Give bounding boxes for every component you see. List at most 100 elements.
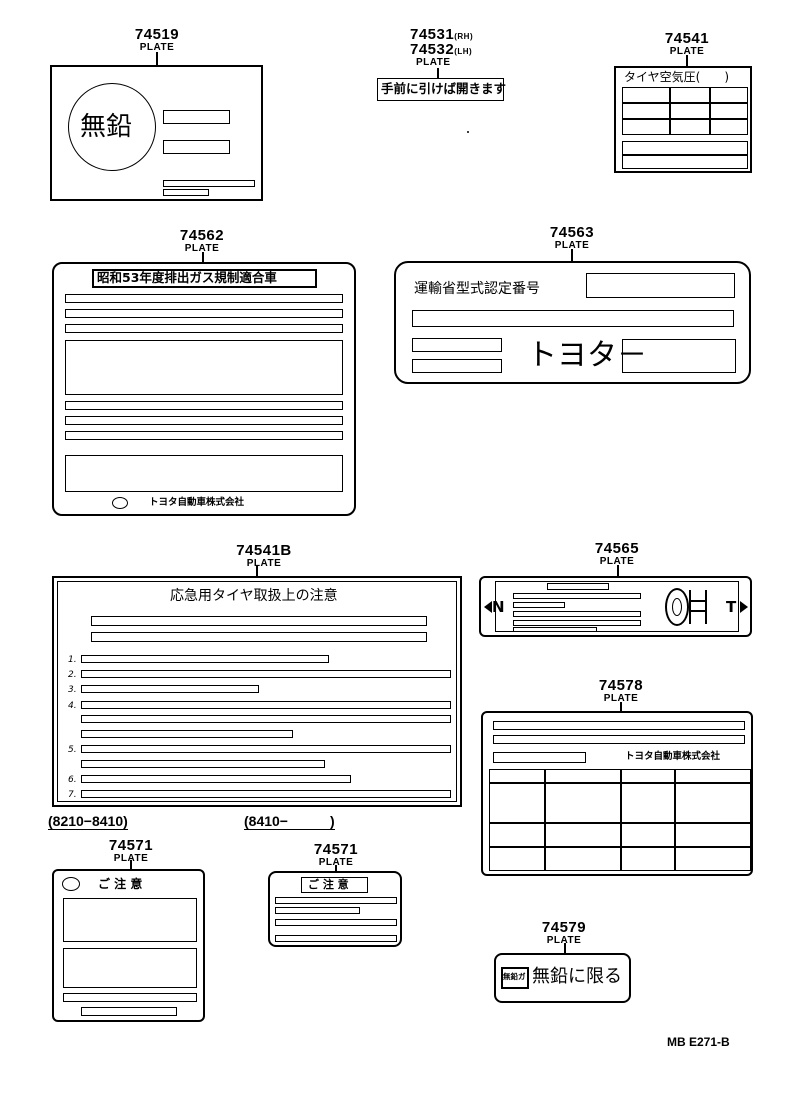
plate-74562: 昭和53年度排出ガス規制適合車 トヨタ自動車株式会社 [52, 262, 356, 516]
leader-line [335, 865, 337, 871]
part-label-74519: 74519 PLATE [125, 27, 189, 53]
list-number: 3. [68, 685, 77, 695]
table-cell [545, 783, 621, 823]
part-label-74531: 74531(RH) 74532(LH) PLATE [410, 27, 500, 68]
t-label: T [726, 598, 737, 616]
plate-74519: 無鉛 [50, 65, 263, 201]
list-number: 2. [68, 670, 77, 680]
door-label-text: 手前に引けば開きます [381, 81, 507, 96]
field-bar [493, 721, 745, 730]
table-cell [670, 87, 710, 103]
part-sub-label: PLATE [416, 57, 451, 68]
table-cell [675, 847, 751, 871]
unleaded-circle [68, 83, 156, 171]
field-bar [513, 611, 641, 617]
field-bar [513, 627, 597, 632]
plate-74578: トヨタ自動車株式会社 [481, 711, 753, 876]
table-cell [710, 103, 748, 119]
plate-74541B: 応急用タイヤ取扱上の注意 1. 2. 3. 4. 5. 6. 7. [52, 576, 462, 807]
date-range-b: (8410− ) [244, 813, 335, 830]
inner-border [57, 581, 457, 802]
table-cell [622, 87, 670, 103]
part-sub-label: PLATE [184, 243, 220, 254]
field-bar [163, 140, 230, 154]
part-sub-label: PLATE [546, 935, 582, 946]
fuel-badge [501, 967, 529, 989]
part-sub-label: PLATE [669, 46, 705, 57]
field-bar [65, 309, 343, 318]
part-label-74578: 74578 PLATE [589, 678, 653, 704]
leader-line [130, 860, 132, 869]
wheel-tread-icon [689, 590, 707, 624]
part-sub-label: PLATE [599, 556, 635, 567]
field-bar [275, 907, 360, 914]
toyota-logo-icon [62, 877, 80, 891]
field-bar [275, 897, 397, 904]
part-label-74571: 74571 PLATE [99, 838, 163, 864]
plate-74571-b: ご 注 意 [268, 871, 402, 947]
part-sub-label: PLATE [246, 558, 282, 569]
toyota-logo-icon [112, 497, 128, 509]
part-suffix: (RH) [454, 32, 474, 41]
field-bar [513, 620, 641, 626]
plate-74565: N T [479, 576, 752, 637]
field-bar [81, 760, 325, 768]
tire-pressure-title: タイヤ空気圧( ) [624, 70, 730, 84]
leader-line [571, 249, 573, 261]
toyota-company-text: トヨタ自動車株式会社 [149, 497, 245, 508]
field-bar [163, 180, 255, 187]
table-cell [489, 783, 545, 823]
field-bar [622, 339, 736, 373]
part-number: 74541 [664, 30, 710, 47]
emission-title-text: 昭和53年度排出ガス規制適合車 [97, 270, 277, 285]
part-suffix: (LH) [454, 47, 473, 56]
field-bar [275, 935, 397, 942]
table-cell [622, 103, 670, 119]
part-label-74571: 74571 PLATE [304, 842, 368, 868]
list-number: 5. [68, 745, 77, 755]
field-bar [81, 670, 451, 678]
leader-line [156, 52, 158, 65]
unleaded-only-text: 無鉛に限る [532, 966, 622, 987]
unleaded-text: 無鉛 [80, 112, 133, 142]
table-cell [670, 119, 710, 135]
field-bar [63, 993, 197, 1002]
ministry-cert-text: 運輸省型式認定番号 [414, 281, 540, 297]
table-cell [621, 769, 675, 783]
table-cell [622, 155, 748, 169]
part-number: 74531 [410, 26, 455, 43]
part-number: 74571 [108, 837, 154, 854]
leader-line [564, 943, 566, 953]
date-range-a: (8210−8410) [48, 813, 128, 830]
caution-text: ご 注 意 [98, 877, 143, 891]
plate-74541: タイヤ空気圧( ) [614, 66, 752, 173]
field-bar [547, 583, 609, 590]
part-label-74579: 74579 PLATE [532, 920, 596, 946]
field-bar [412, 338, 502, 352]
field-bar [65, 324, 343, 333]
part-label-74565: 74565 PLATE [585, 541, 649, 567]
table-cell [621, 847, 675, 871]
field-bar [163, 189, 209, 196]
part-number: 74578 [598, 677, 644, 694]
table-cell [545, 769, 621, 783]
field-bar [81, 1007, 177, 1016]
tire-icon [665, 588, 689, 626]
leader-line [256, 566, 258, 576]
field-bar [81, 790, 451, 798]
toyota-company-text: トヨタ自動車株式会社 [625, 751, 721, 762]
plate-74579: 無鉛ガ 無鉛に限る [494, 953, 631, 1003]
leader-line [202, 252, 204, 262]
leader-line [620, 702, 622, 711]
part-label-74563: 74563 PLATE [540, 225, 604, 251]
field-bar [586, 273, 735, 298]
field-bar [81, 685, 259, 693]
table-cell [621, 823, 675, 847]
table-cell [710, 119, 748, 135]
part-number: 74571 [313, 841, 359, 858]
field-bar [412, 359, 502, 373]
part-sub-label: PLATE [139, 42, 175, 53]
inner-border [495, 581, 739, 632]
field-box [65, 340, 343, 395]
field-bar [163, 110, 230, 124]
